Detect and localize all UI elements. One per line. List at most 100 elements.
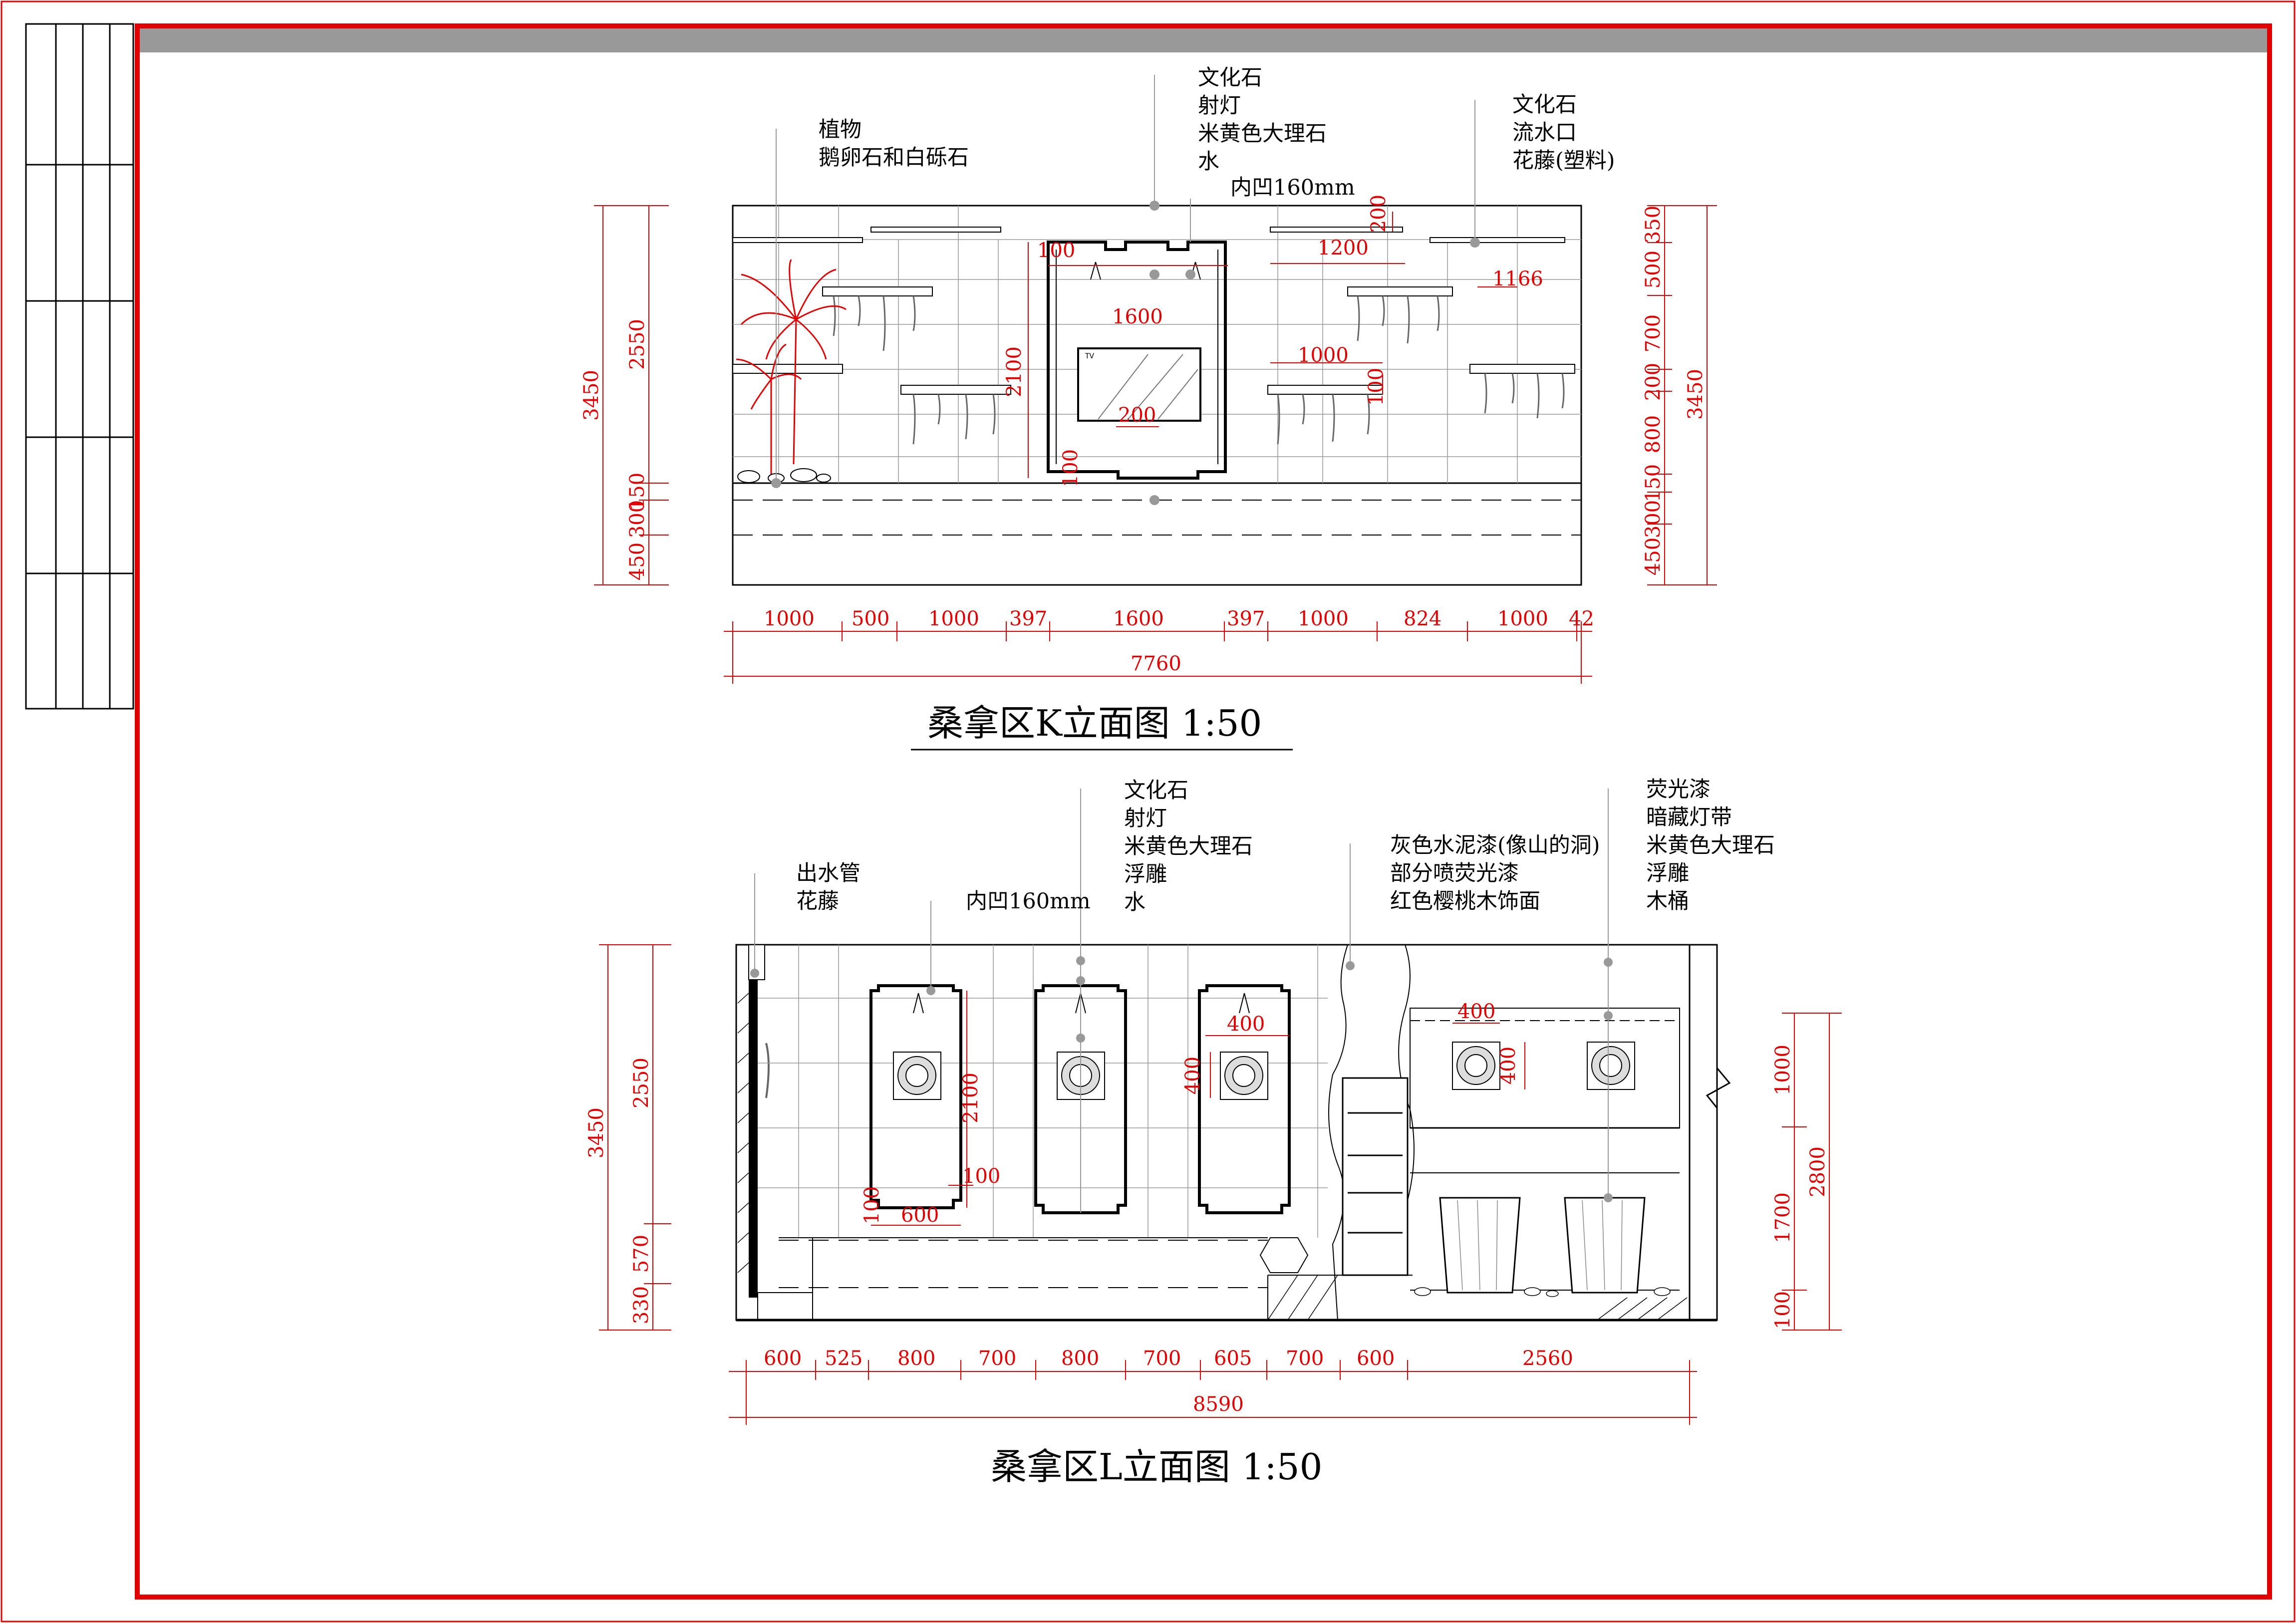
k-dim-1000-inner: 1000 — [1298, 344, 1349, 367]
l-culture-stone-texture — [758, 945, 1328, 1238]
k-palm-plant — [736, 259, 847, 479]
k-callout-center-line-1: 射灯 — [1198, 93, 1241, 118]
l-bottom-dim-total: 8590 — [1193, 1393, 1244, 1416]
k-right-dim-total: 3450 — [1684, 369, 1707, 420]
l-callout-recess: 内凹160mm — [966, 889, 1091, 914]
k-right-dim-1: 500 — [1642, 251, 1665, 288]
k-right-dim-0: 350 — [1642, 206, 1665, 244]
l-bottom-dim-4: 800 — [1061, 1347, 1099, 1370]
l-right-dim-total: 2800 — [1806, 1146, 1829, 1197]
k-callout-plant-line-0: 植物 — [819, 117, 861, 142]
k-dim-100-right: 100 — [1365, 368, 1388, 406]
k-callout-plant: 植物 鹅卵石和白砾石 — [819, 116, 969, 172]
l-dim-600: 600 — [901, 1204, 939, 1227]
k-right-dim-7: 450 — [1642, 538, 1665, 575]
l-recess-panels — [869, 984, 1291, 1214]
k-callout-center-line-2: 米黄色大理石 — [1198, 121, 1327, 146]
l-bottom-dim-2: 800 — [897, 1347, 935, 1370]
k-bottom-dim-8: 1000 — [1497, 607, 1548, 630]
k-callout-plant-line-1: 鹅卵石和白砾石 — [819, 145, 969, 170]
l-callout-cement-line-2: 红色樱桃木饰面 — [1390, 889, 1540, 914]
title-block-table — [25, 23, 134, 710]
k-callout-right-line-0: 文化石 — [1512, 92, 1577, 117]
k-left-dim-150: 150 — [626, 473, 649, 511]
l-cherry-wood-shelf — [1342, 1077, 1409, 1276]
k-dim-100-top: 100 — [1037, 239, 1075, 262]
l-dim-400-top: 400 — [1227, 1013, 1265, 1036]
l-callout-right: 荧光漆 暗藏灯带 米黄色大理石 浮雕 木桶 — [1646, 776, 1775, 915]
l-callout-center: 文化石 射灯 米黄色大理石 浮雕 水 — [1124, 777, 1253, 916]
k-callout-center-line-0: 文化石 — [1198, 65, 1262, 90]
k-left-dim-2550: 2550 — [626, 319, 649, 370]
k-bottom-dim-0: 1000 — [764, 607, 815, 630]
l-left-dim-2550: 2550 — [630, 1058, 653, 1108]
k-right-dim-2: 700 — [1642, 314, 1665, 352]
l-callout-center-line-1: 射灯 — [1124, 806, 1167, 831]
l-callout-cement-line-1: 部分喷荧光漆 — [1390, 861, 1519, 886]
sheet-header-bar — [140, 28, 2267, 52]
k-dim-100-bottom: 100 — [1059, 449, 1082, 487]
l-right-dim-0: 1000 — [1771, 1045, 1794, 1095]
k-bottom-dim-6: 1000 — [1298, 607, 1349, 630]
k-right-dimension-lines — [1647, 205, 1717, 585]
k-planters — [732, 286, 1575, 395]
k-right-dim-3: 200 — [1642, 363, 1665, 401]
k-elevation-title: 桑拿区K立面图 1:50 — [927, 702, 1262, 744]
l-dim-400-right-side: 400 — [1497, 1047, 1520, 1084]
l-bottom-dim-0: 600 — [764, 1347, 802, 1370]
l-bottom-dim-7: 700 — [1286, 1347, 1324, 1370]
l-callout-center-line-2: 米黄色大理石 — [1124, 834, 1253, 859]
k-callout-center-line-3: 水 — [1198, 149, 1219, 174]
k-tv: TV — [1077, 347, 1201, 422]
k-callout-center: 文化石 射灯 米黄色大理石 水 — [1198, 64, 1327, 176]
k-dim-1600-inner: 1600 — [1112, 305, 1163, 328]
l-callout-right-line-4: 木桶 — [1646, 889, 1689, 914]
l-elevation: 2100 100 100 600 400 400 400 400 3450 25… — [585, 789, 1842, 1425]
k-dim-2100: 2100 — [1003, 346, 1026, 397]
k-callout-right: 文化石 流水口 花藤(塑料) — [1512, 91, 1615, 175]
k-elevation: TV — [580, 75, 1717, 751]
l-callout-cement: 灰色水泥漆(像山的洞) 部分喷荧光漆 红色樱桃木饰面 — [1390, 831, 1600, 915]
l-relief-medallions — [893, 1042, 1635, 1100]
k-left-dim-300: 300 — [626, 500, 649, 538]
l-bottom-dim-5: 700 — [1143, 1347, 1181, 1370]
k-tv-label: TV — [1085, 352, 1095, 360]
l-bottom-dim-1: 525 — [825, 1347, 862, 1370]
k-culture-stone-texture — [733, 206, 1581, 483]
k-bottom-dim-5: 397 — [1227, 607, 1265, 630]
l-callout-center-line-3: 浮雕 — [1124, 862, 1167, 887]
k-dim-1200: 1200 — [1318, 237, 1369, 260]
l-inner-dimensions — [871, 991, 1525, 1226]
k-dim-200: 200 — [1118, 404, 1156, 427]
l-callout-right-line-1: 暗藏灯带 — [1646, 805, 1732, 830]
l-callout-pipe: 出水管 花藤 — [796, 859, 861, 915]
l-callout-center-line-0: 文化石 — [1124, 778, 1188, 803]
l-dim-400-side: 400 — [1181, 1057, 1204, 1094]
l-callout-right-line-0: 荧光漆 — [1646, 777, 1711, 802]
l-right-dim-1: 1700 — [1771, 1192, 1794, 1243]
k-bottom-dimension-lines — [724, 621, 1592, 684]
k-bottom-dim-2: 1000 — [928, 607, 979, 630]
l-bottom-dim-8: 600 — [1357, 1347, 1395, 1370]
k-left-dimension-lines — [594, 205, 669, 585]
l-dim-400-right-top: 400 — [1457, 1000, 1495, 1023]
k-bottom-dim-7: 824 — [1404, 607, 1441, 630]
k-right-dim-6: 300 — [1642, 500, 1665, 538]
l-callout-cement-line-0: 灰色水泥漆(像山的洞) — [1390, 833, 1600, 858]
k-pebbles — [737, 468, 831, 483]
l-leaders — [754, 789, 1609, 1213]
l-elevation-title: 桑拿区L立面图 1:50 — [991, 1446, 1323, 1488]
l-left-dimension-lines — [599, 944, 671, 1331]
k-left-dim-450: 450 — [626, 542, 649, 580]
k-right-dim-4: 800 — [1642, 415, 1665, 453]
l-dim-2100: 2100 — [959, 1073, 982, 1123]
l-callout-pipe-line-1: 花藤 — [796, 889, 839, 914]
l-right-dim-2: 100 — [1771, 1291, 1794, 1329]
k-dim-1166: 1166 — [1492, 268, 1543, 290]
k-callout-recess: 内凹160mm — [1230, 175, 1355, 200]
k-callout-right-line-1: 流水口 — [1512, 120, 1577, 145]
k-center-recess-panel — [1047, 241, 1227, 480]
